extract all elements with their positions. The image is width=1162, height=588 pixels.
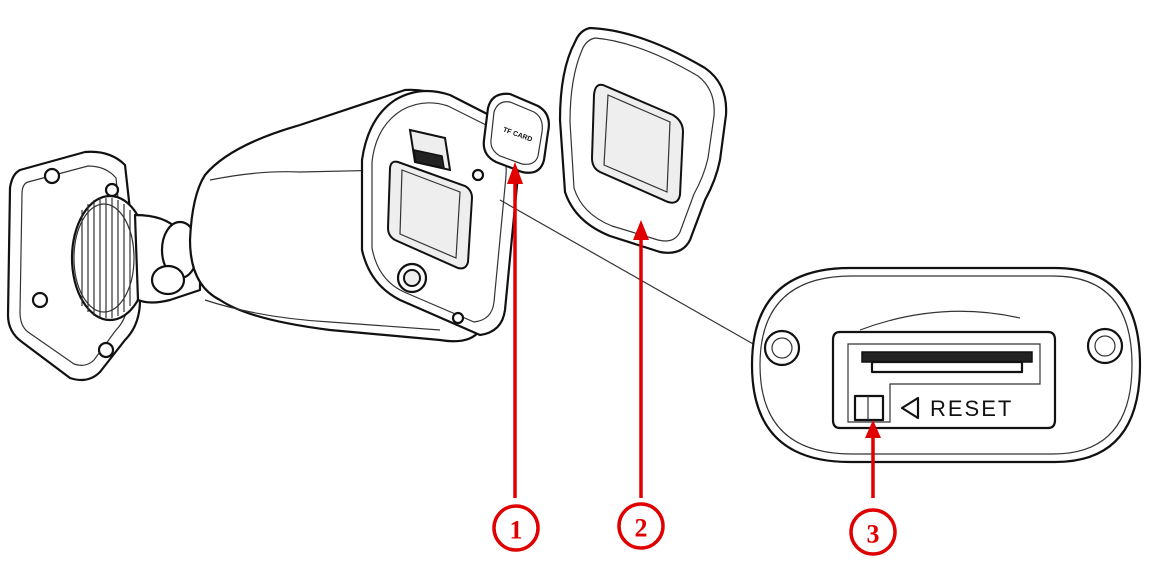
ball-joint: [70, 194, 202, 322]
callout-1-number: 1: [510, 516, 523, 545]
rubber-bezel: [558, 26, 728, 254]
tf-card-cap: TF CARD: [482, 92, 550, 174]
reset-arrow-icon: [900, 396, 920, 420]
callout-3: 3: [849, 508, 897, 556]
callout-3-number: 3: [867, 520, 880, 549]
front-face-plate: [360, 89, 520, 337]
callout-2-number: 2: [635, 514, 648, 543]
callout-arrow-1: [507, 162, 523, 498]
zoom-leader-line: [499, 199, 756, 346]
callout-1: 1: [492, 504, 540, 552]
zoom-detail-plate: RESET: [750, 266, 1142, 464]
callout-arrow-2: [633, 220, 649, 498]
callout-2: 2: [617, 502, 665, 550]
callout-arrow-3: [865, 420, 881, 498]
reset-label: RESET: [930, 396, 1013, 421]
